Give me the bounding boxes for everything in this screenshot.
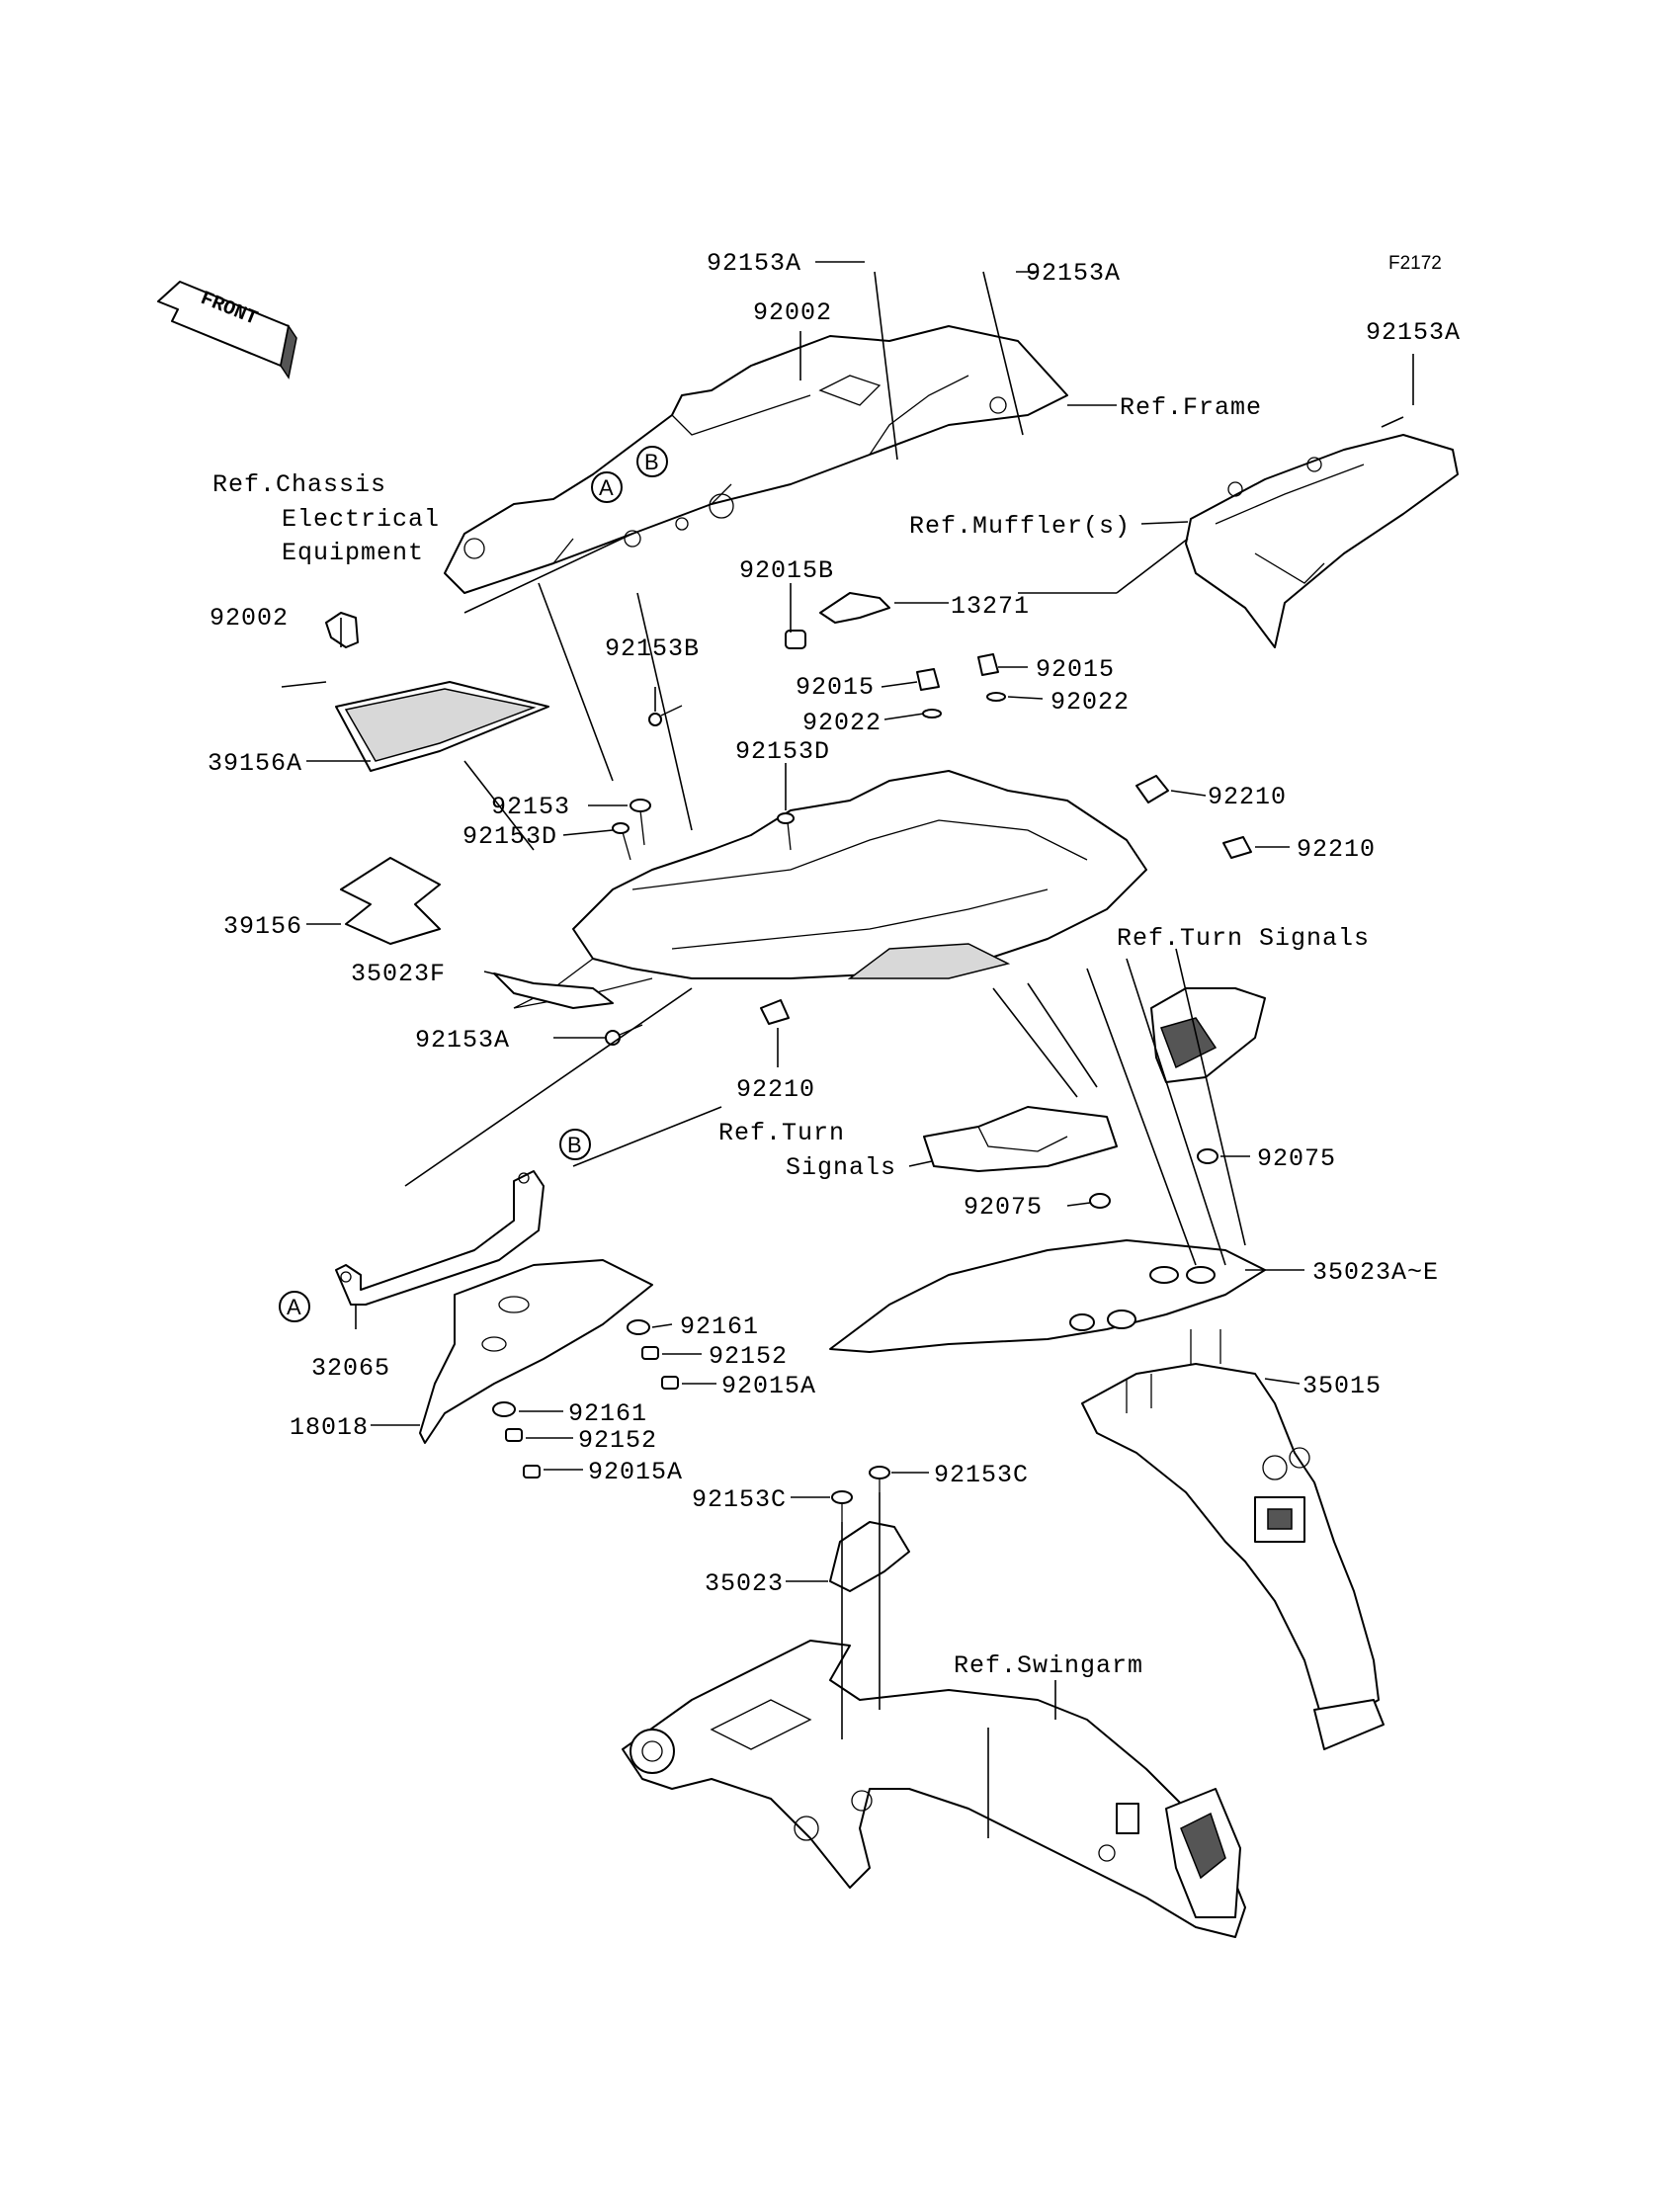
turn-signal-center-part xyxy=(923,1106,1118,1172)
cover-18018-part xyxy=(419,1259,653,1444)
label-92161-b: 92161 xyxy=(568,1399,647,1428)
label-ref-chassis-1: Ref.Chassis xyxy=(212,470,386,499)
svg-text:A: A xyxy=(599,475,614,500)
label-92153: 92153 xyxy=(491,793,570,821)
collar-92015B-part xyxy=(785,630,806,649)
label-92022-b: 92022 xyxy=(1050,688,1130,717)
label-92015A-b: 92015A xyxy=(588,1458,683,1486)
nut-92015-left-part xyxy=(916,668,940,691)
label-92153B: 92153B xyxy=(605,634,700,663)
label-92075-a: 92075 xyxy=(1257,1144,1336,1173)
label-ref-turn-center-1: Ref.Turn xyxy=(718,1119,845,1147)
callout-b-mid: B xyxy=(559,1129,591,1160)
inner-fender-part xyxy=(513,770,1147,1009)
label-92015-b: 92015 xyxy=(1036,655,1115,684)
bolt-92153D-mid-part xyxy=(777,812,795,851)
spacer-92152-left-part xyxy=(505,1428,523,1442)
callout-b-top: B xyxy=(636,446,668,477)
label-92153C-a: 92153C xyxy=(692,1485,787,1514)
label-92153A-right: 92153A xyxy=(1366,318,1461,347)
clip-92210-top-part xyxy=(1135,775,1169,803)
cover-39156A-part xyxy=(335,681,549,772)
clip-92210-right-part xyxy=(1222,836,1252,859)
label-92153D-b: 92153D xyxy=(462,822,557,851)
leader-lines xyxy=(281,261,1414,1838)
label-ref-turn-signals-right: Ref.Turn Signals xyxy=(1117,924,1370,953)
washer-92022-right-part xyxy=(986,692,1006,702)
label-92210-b: 92210 xyxy=(1297,835,1376,864)
label-92153A-top-left: 92153A xyxy=(707,249,801,278)
grommet-92161-right-part xyxy=(627,1319,650,1335)
label-92152-a: 92152 xyxy=(709,1342,788,1371)
grommet-92075-right-part xyxy=(1197,1148,1218,1164)
bolt-92153-part xyxy=(630,799,651,846)
bolt-92153C-left-part xyxy=(831,1490,853,1522)
svg-text:B: B xyxy=(567,1133,582,1157)
label-92022-a: 92022 xyxy=(802,709,882,737)
label-92153A-low: 92153A xyxy=(415,1026,510,1055)
callout-a-top: A xyxy=(591,471,623,503)
clip-13271-part xyxy=(819,592,890,624)
clip-92210-bottom-part xyxy=(760,999,790,1025)
nut-92015A-left-part xyxy=(523,1465,541,1479)
label-92210-c: 92210 xyxy=(736,1075,815,1104)
label-ref-muffler: Ref.Muffler(s) xyxy=(909,512,1131,541)
turn-signal-right-part xyxy=(1150,987,1266,1083)
label-92015A-a: 92015A xyxy=(721,1372,816,1400)
label-92015B: 92015B xyxy=(739,556,834,585)
label-ref-frame: Ref.Frame xyxy=(1120,393,1262,422)
label-92210-a: 92210 xyxy=(1208,783,1287,811)
label-92153D-a: 92153D xyxy=(735,737,830,766)
label-92075-b: 92075 xyxy=(964,1193,1043,1222)
label-92002-left: 92002 xyxy=(210,604,289,633)
bracket-32065-part xyxy=(335,1170,545,1306)
grommet-92075-left-part xyxy=(1089,1193,1111,1209)
label-39156: 39156 xyxy=(223,912,302,941)
label-39156A: 39156A xyxy=(208,749,302,778)
spacer-92152-right-part xyxy=(641,1346,659,1360)
frame-part xyxy=(444,325,1068,594)
rear-fender-35015-part xyxy=(1081,1329,1385,1750)
label-18018: 18018 xyxy=(290,1413,369,1442)
pad-39156-part xyxy=(340,857,441,945)
label-35015: 35015 xyxy=(1302,1372,1382,1400)
label-ref-swingarm: Ref.Swingarm xyxy=(954,1651,1143,1680)
label-92015-a: 92015 xyxy=(796,673,875,702)
cover-35023-part xyxy=(829,1521,910,1592)
label-35023A-E: 35023A~E xyxy=(1312,1258,1439,1287)
muffler-part xyxy=(1185,434,1459,648)
label-92161-a: 92161 xyxy=(680,1312,759,1341)
label-92153A-top-mid: 92153A xyxy=(1026,259,1121,288)
svg-text:A: A xyxy=(287,1295,301,1319)
front-arrow-icon: FRONT xyxy=(157,281,297,380)
label-92152-b: 92152 xyxy=(578,1426,657,1455)
callout-a-low: A xyxy=(279,1291,310,1322)
label-92002-top: 92002 xyxy=(753,298,832,327)
label-13271: 13271 xyxy=(951,592,1030,621)
label-35023: 35023 xyxy=(705,1569,784,1598)
label-92153C-b: 92153C xyxy=(934,1461,1029,1489)
chassis-bracket-part xyxy=(325,612,359,648)
label-32065: 32065 xyxy=(311,1354,390,1383)
nut-92015A-right-part xyxy=(661,1376,679,1390)
bolt-92153C-right-part xyxy=(869,1466,890,1492)
bolt-92153D-left-part xyxy=(612,822,631,861)
grommet-92161-left-part xyxy=(492,1401,516,1417)
label-ref-turn-center-2: Signals xyxy=(786,1153,896,1182)
washer-92022-left-part xyxy=(922,709,942,718)
swingarm-part xyxy=(622,1640,1246,1938)
label-ref-chassis-3: Equipment xyxy=(282,539,424,567)
flap-35023AE-part xyxy=(829,1239,1266,1353)
label-35023F: 35023F xyxy=(351,960,446,988)
figure-code: F2172 xyxy=(1388,253,1442,274)
label-ref-chassis-2: Electrical xyxy=(282,505,440,534)
bracket-35023F-part xyxy=(493,972,614,1009)
nut-92015-right-part xyxy=(977,653,999,676)
svg-text:B: B xyxy=(644,450,659,474)
